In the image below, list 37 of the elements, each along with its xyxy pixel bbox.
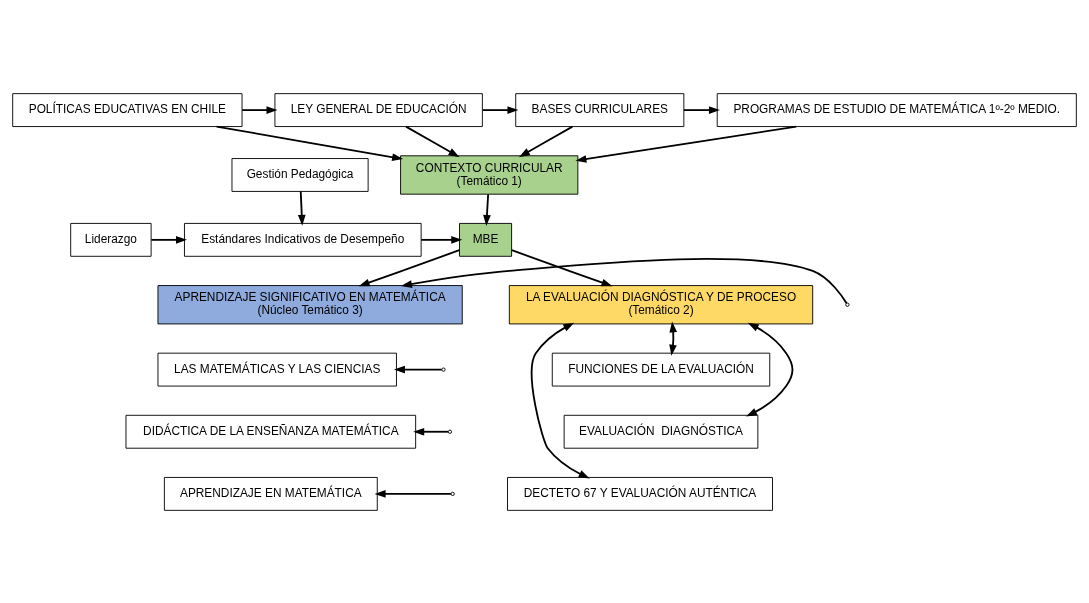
arrow	[682, 105, 720, 114]
arrow	[405, 125, 460, 157]
arrow	[530, 322, 590, 479]
node-box: DECTETO 67 Y EVALUACIÓN AUTÉNTICA	[507, 476, 773, 511]
arrow	[374, 489, 452, 498]
node-box: BASES CURRICULARES	[515, 92, 685, 127]
arrow	[420, 235, 463, 244]
arrow	[358, 248, 461, 286]
arrow	[510, 248, 613, 286]
arrow	[413, 427, 449, 436]
node-box: PROGRAMAS DE ESTUDIO DE MATEMÁTICA 1º-2º MEDIO.	[716, 92, 1077, 127]
node-box: DIDÁCTICA DE LA ENSEÑANZA MATEMÁTICA	[125, 414, 417, 449]
node-box: CONTEXTO CURRICULAR (Temático 1)	[400, 154, 579, 195]
arrow	[481, 105, 519, 114]
arrow	[746, 322, 794, 416]
arrow	[575, 125, 798, 163]
node-box: APRENDIZAJE SIGNIFICATIVO EN MATEMÁTICA (Núcleo Temático 3)	[157, 284, 463, 324]
node-box: Estándares Indicativos de Desempeño	[184, 222, 422, 257]
arrow	[400, 257, 848, 304]
arrow	[518, 125, 574, 157]
arrow	[483, 193, 491, 226]
node-box: MBE	[459, 222, 513, 257]
node-box: LAS MATEMÁTICAS Y LAS CIENCIAS	[157, 352, 397, 387]
arrow	[150, 235, 187, 244]
node-box: EVALUACIÓN DIAGNÓSTICA	[563, 414, 759, 449]
node-box: APRENDIZAJE EN MATEMÁTICA	[163, 476, 378, 511]
node-box: FUNCIONES DE LA EVALUACIÓN	[551, 352, 771, 387]
node-box: LA EVALUACIÓN DIAGNÓSTICA Y DE PROCESO (Temático 2)	[508, 284, 814, 324]
arrow	[669, 320, 678, 356]
node-box: Gestión Pedagógica	[231, 157, 369, 192]
arrow	[215, 125, 404, 161]
arrow	[394, 365, 443, 373]
node-box: LEY GENERAL DE EDUCACIÓN	[274, 92, 483, 127]
node-box: Liderazgo	[70, 222, 152, 257]
node-box: POLÍTICAS EDUCATIVAS EN CHILE	[12, 92, 243, 127]
arrow	[241, 105, 278, 114]
arrow	[297, 190, 306, 226]
